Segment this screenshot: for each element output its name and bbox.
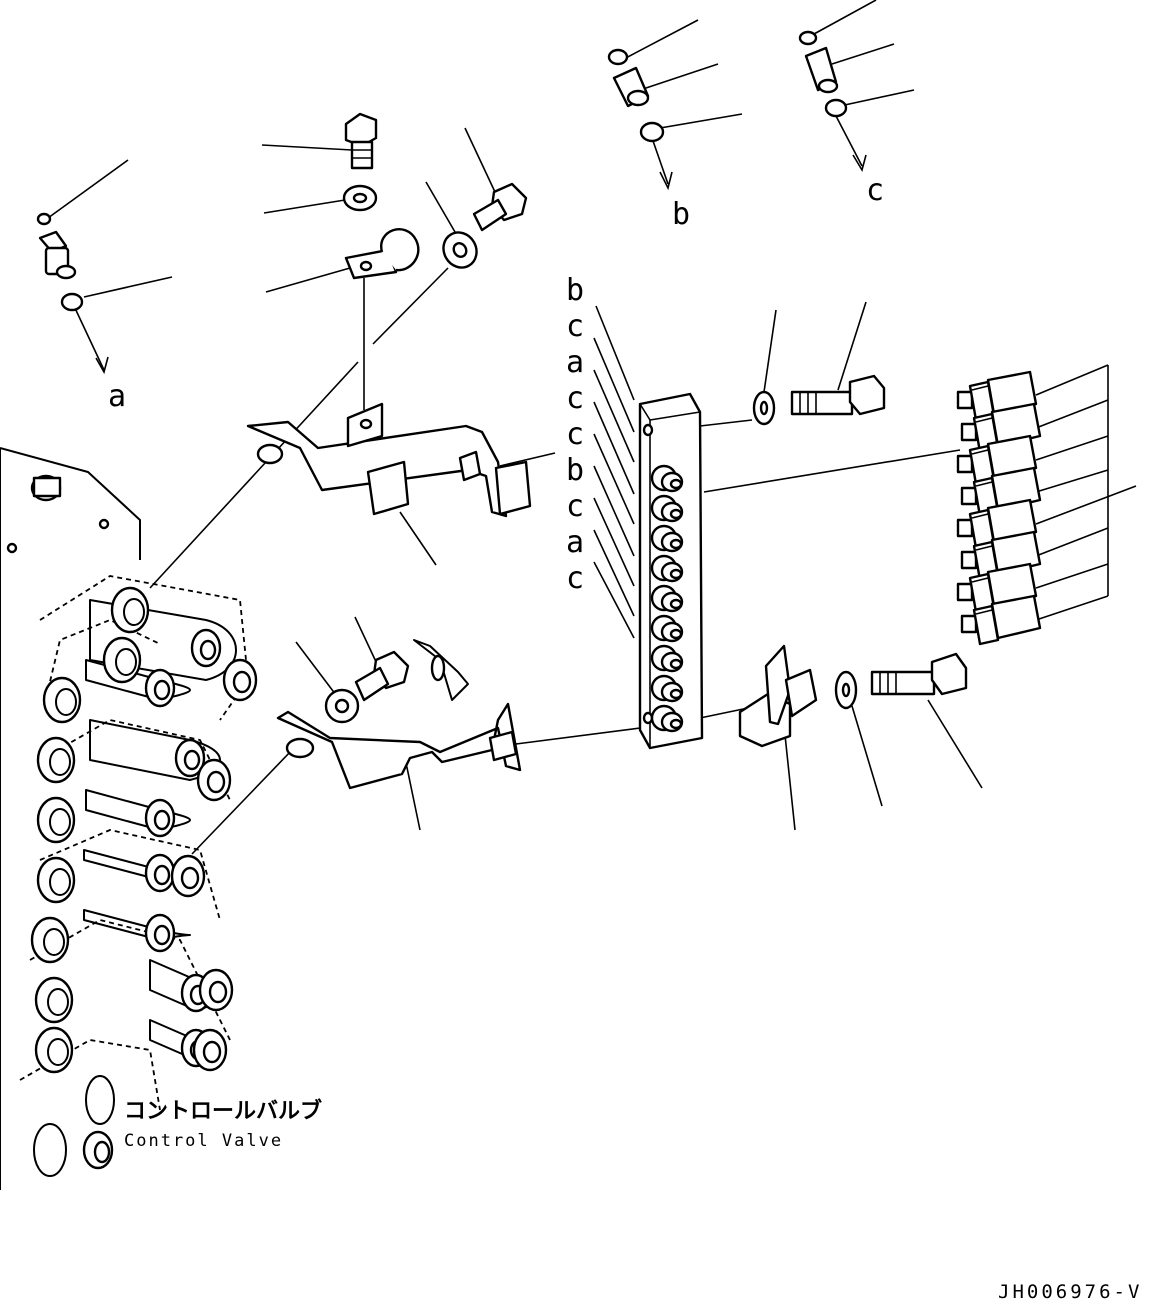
valve-hex-plug [30,916,70,964]
solenoid-valve [89,599,237,681]
manifold-port-letters: b c a c c b c a c [566,273,584,596]
manifold-letter-6: b [566,453,584,488]
valve-nut [196,758,232,802]
valve-hex-plug [36,796,76,844]
upper-bracket [246,402,532,518]
manifold-port [650,674,684,703]
lower-bolt [354,650,410,702]
solenoid-valve [83,909,191,953]
port-arrows [73,115,867,639]
lower-right-washer [834,670,858,710]
drawing-code: JH006976-V [998,1281,1142,1303]
port-letter-a: a [108,379,126,414]
lower-right-clamp [738,644,818,748]
valve-solenoids [30,586,258,1074]
pressure-sensor-connector [956,562,1038,614]
manifold-port [650,494,684,523]
manifold-letter-9: c [566,561,584,596]
pipe-clamp [344,228,420,280]
pressure-sensor-connectors [956,370,1042,646]
valve-nut [198,968,234,1012]
upper-right-washer [752,390,776,426]
manifold-port [650,554,684,583]
lower-bracket [276,639,522,790]
pressure-sensor-connector [960,594,1042,646]
valve-hex-plug [110,586,150,634]
manifold-port [650,644,684,673]
manifold-port [650,524,684,553]
manifold-port [650,614,684,643]
valve-nut [170,854,206,898]
solenoid-valve [89,719,221,781]
valve-hex-plug [36,736,76,784]
side-bolt [472,182,528,232]
pressure-sensor-connector [956,370,1038,422]
fitting-a [36,212,84,312]
lower-washer [324,688,360,724]
manifold-port [650,464,684,493]
solenoid-valve [85,789,191,838]
solenoid-valve [85,659,191,708]
manifold-letter-1: b [566,273,584,308]
valve-hex-plug [42,676,82,724]
pressure-sensor-connector [956,498,1038,550]
manifold-letter-8: a [566,525,584,560]
fitting-b [607,48,665,143]
valve-hex-plug [102,636,142,684]
manifold-ports [650,464,684,733]
valve-nut [222,658,258,702]
manifold-letter-5: c [566,417,584,452]
manifold-letter-3: a [566,345,584,380]
upper-right-bolt [790,374,886,416]
control-valve-label-en: Control Valve [124,1131,283,1151]
solenoid-valve [83,849,191,893]
valve-bottom-fitting [33,1075,115,1177]
manifold-port [650,584,684,613]
side-washer [442,231,478,269]
port-letter-c: c [866,173,884,208]
manifold-letter-2: c [566,309,584,344]
control-valve [0,447,249,1190]
fitting-c [798,30,848,118]
top-bolt [344,112,378,170]
manifold-letter-4: c [566,381,584,416]
valve-hex-plug [34,976,74,1024]
manifold-port [650,704,684,733]
valve-nut [192,1028,228,1072]
control-valve-label-jp: コントロールバルブ [124,1098,322,1124]
port-letter-b: b [672,197,690,232]
lower-right-bolt [870,652,968,696]
manifold-letter-7: c [566,489,584,524]
leader-lines [47,0,1137,855]
valve-hex-plug [36,856,76,904]
valve-hex-plug [34,1026,74,1074]
top-washer [342,184,378,212]
